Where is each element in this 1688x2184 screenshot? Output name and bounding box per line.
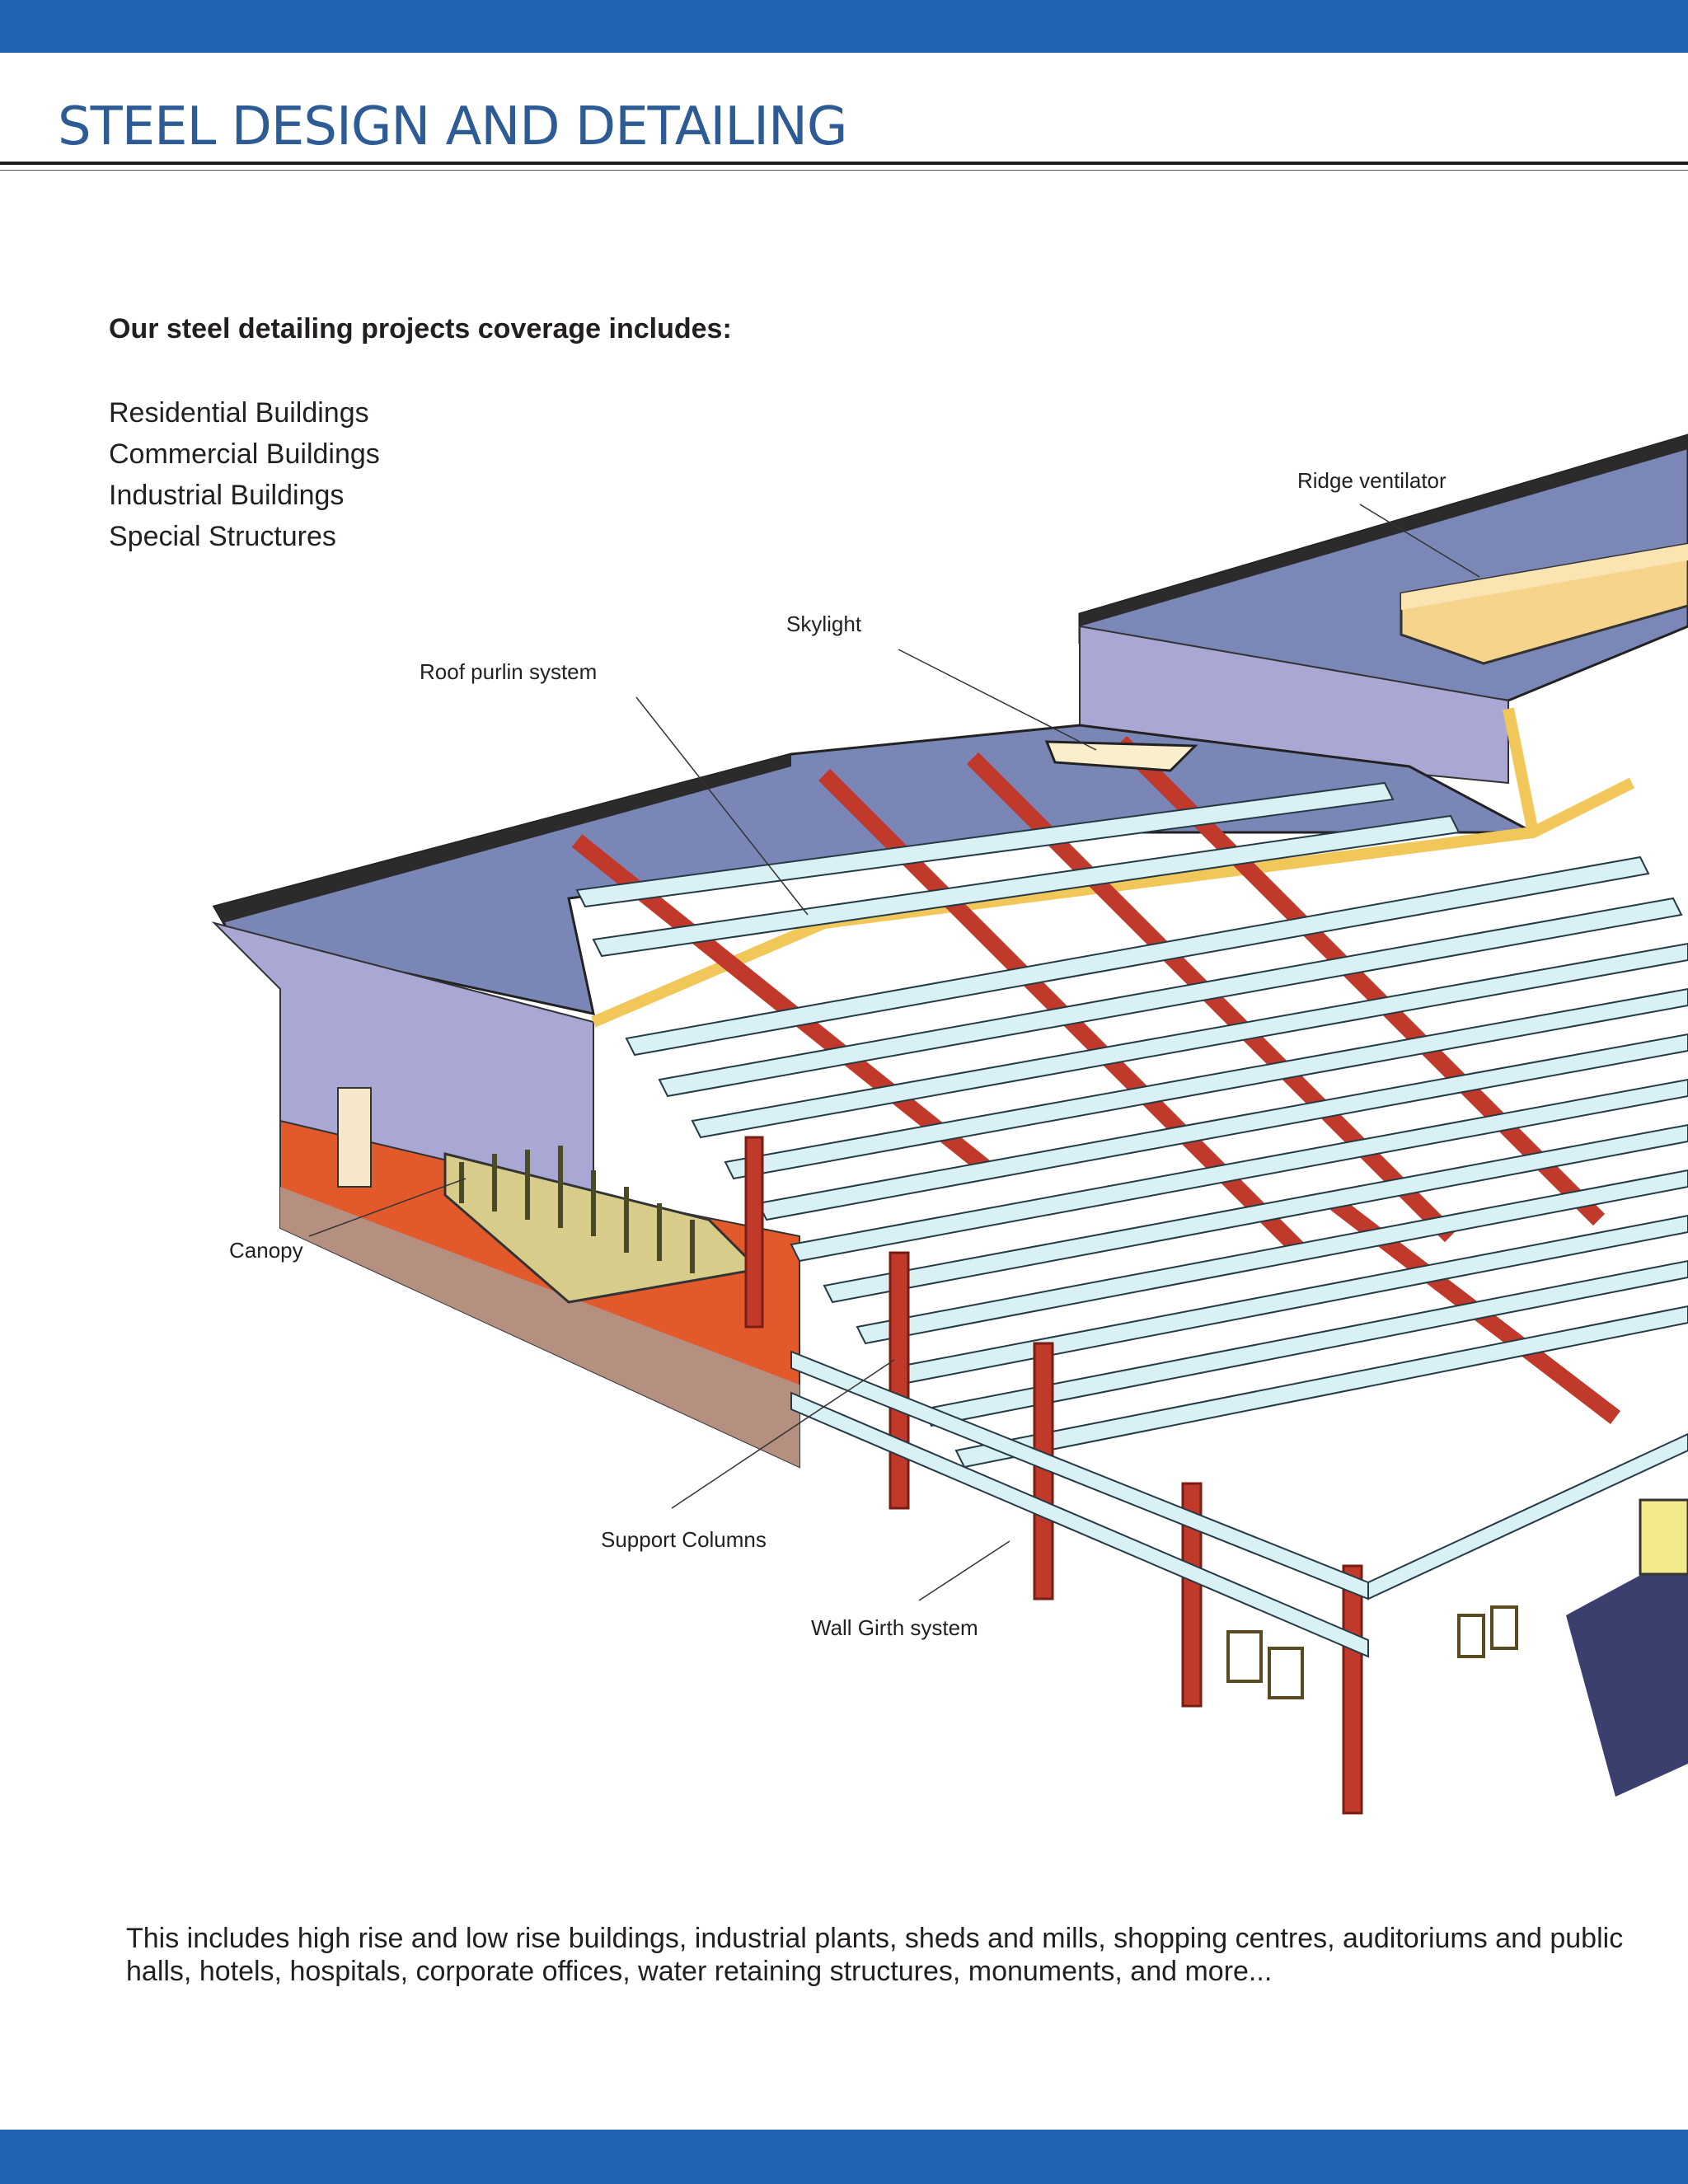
high-bay-trim xyxy=(1503,707,1539,834)
callout-support-columns: Support Columns xyxy=(601,1527,767,1552)
callout-wall-girth-system: Wall Girth system xyxy=(811,1615,978,1640)
callout-canopy: Canopy xyxy=(229,1238,303,1263)
footer-description: This includes high rise and low rise bui… xyxy=(126,1923,1624,1987)
ridge-ventilator-top xyxy=(1401,544,1688,610)
brick-footing xyxy=(280,1187,799,1467)
end-wall-window xyxy=(1639,1498,1688,1576)
coverage-item-special: Special Structures xyxy=(109,521,336,552)
title-rule xyxy=(0,162,1688,165)
roof-edge xyxy=(214,754,791,923)
callout-skylight: Skylight xyxy=(786,612,862,636)
coverage-heading: Our steel detailing projects coverage in… xyxy=(109,313,732,344)
support-column-group xyxy=(744,1136,1363,1815)
bottom-band xyxy=(0,2130,1688,2184)
coverage-list: Residential Buildings Commercial Buildin… xyxy=(109,392,380,557)
title-rule-thin xyxy=(0,170,1688,171)
wall-girths xyxy=(790,1350,1688,1658)
coverage-item-industrial: Industrial Buildings xyxy=(109,480,345,511)
right-end-wall xyxy=(1566,1549,1688,1797)
callout-roof-purlin-system: Roof purlin system xyxy=(420,659,598,684)
canopy-slats xyxy=(459,1146,695,1273)
coverage-item-commercial: Commercial Buildings xyxy=(109,438,380,470)
callout-ridge-ventilator: Ridge ventilator xyxy=(1297,468,1447,493)
callout-leaders xyxy=(308,504,1480,1601)
upper-roof-edge xyxy=(1080,435,1688,626)
side-windows xyxy=(1226,1605,1518,1699)
skylight xyxy=(1044,740,1198,772)
top-band xyxy=(0,0,1688,53)
door-panel xyxy=(337,1087,372,1188)
canopy xyxy=(443,1152,762,1304)
purlins xyxy=(575,781,1688,1469)
page-title: STEEL DESIGN AND DETAILING xyxy=(58,96,847,157)
coverage-item-residential: Residential Buildings xyxy=(109,397,369,429)
eave-trim xyxy=(591,777,1635,1028)
